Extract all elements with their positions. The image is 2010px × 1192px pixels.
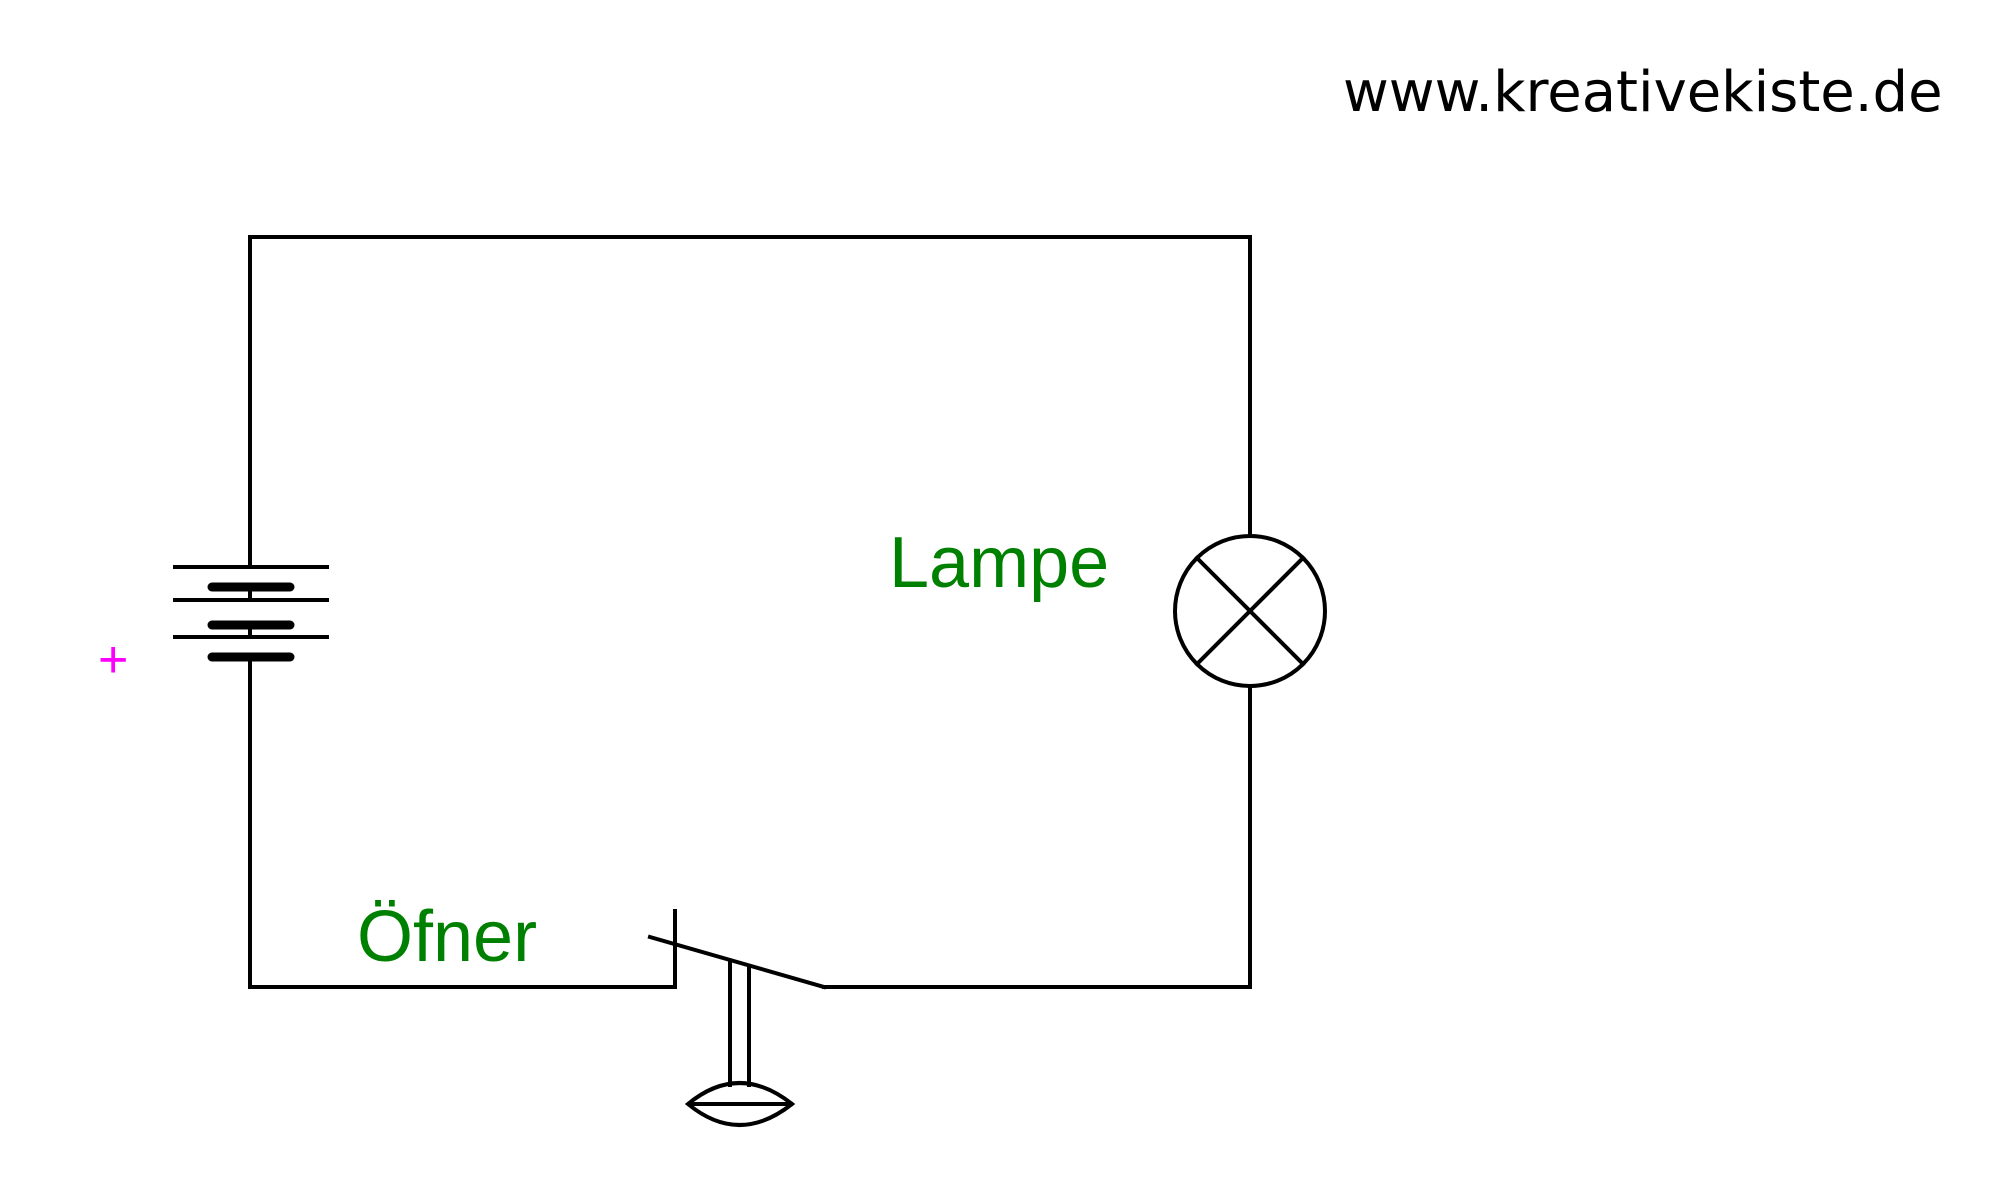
wire-top <box>248 235 1252 569</box>
wire-right-lower <box>822 684 1252 989</box>
battery-plus-sign: + <box>98 631 129 689</box>
switch-label: Öfner <box>357 897 538 977</box>
wire-left-lower <box>248 655 677 989</box>
wires <box>248 235 1252 989</box>
lamp-label: Lampe <box>889 523 1110 603</box>
push-switch-symbol <box>647 909 827 1127</box>
website-watermark: www.kreativekiste.de <box>1343 60 1943 125</box>
lamp-symbol <box>1173 534 1327 688</box>
battery-symbol <box>173 565 329 662</box>
